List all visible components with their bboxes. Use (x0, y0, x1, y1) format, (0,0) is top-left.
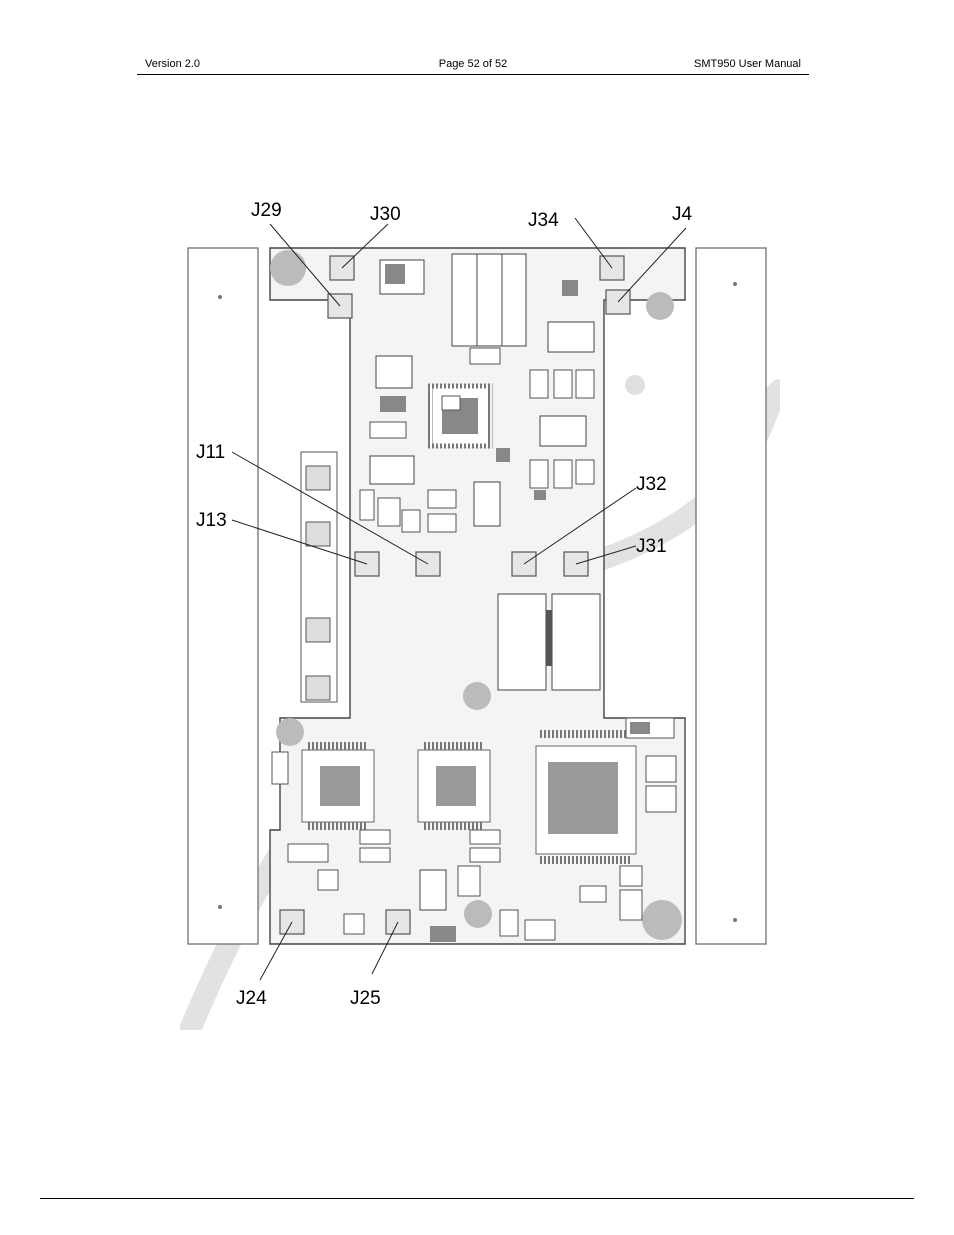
header-version: Version 2.0 (145, 58, 201, 70)
leader-lines (231, 217, 687, 981)
label-j31: J31 (636, 536, 667, 557)
label-j30: J30 (370, 204, 401, 225)
small-dark-parts (380, 264, 650, 942)
label-j29: J29 (251, 200, 282, 221)
label-j32: J32 (636, 474, 667, 495)
right-side-rail (695, 247, 767, 945)
page-header: Version 2.0 Page 52 of 52 SMT950 User Ma… (137, 56, 809, 75)
watermark-dot (625, 375, 645, 395)
fpga-chip-top (427, 383, 493, 449)
power-modules (369, 253, 601, 911)
label-j25: J25 (350, 988, 381, 1009)
edge-connector-strip (300, 451, 338, 703)
qfp-chip-left (301, 742, 375, 830)
footer-rule (40, 1198, 914, 1199)
label-j34: J34 (528, 210, 559, 231)
connector-pad-j25 (385, 909, 411, 935)
label-j4: J4 (672, 204, 693, 225)
board-layout-figure: J29 J30 J34 J4 J11 J13 J32 J31 J24 J25 (180, 190, 780, 1030)
header-manual-title: SMT950 User Manual (694, 58, 801, 70)
mounting-holes (270, 250, 682, 940)
passive-components (271, 347, 677, 941)
left-side-rail (187, 247, 259, 945)
label-j11: J11 (196, 442, 225, 463)
header-page-number: Page 52 of 52 (438, 58, 508, 70)
label-j13: J13 (196, 510, 227, 531)
qfp-chip-large (535, 730, 637, 864)
board-drawing: J29 J30 J34 J4 J11 J13 J32 J31 J24 J25 (180, 200, 780, 1030)
qfp-chip-middle (417, 742, 491, 830)
label-j24: J24 (236, 988, 267, 1009)
